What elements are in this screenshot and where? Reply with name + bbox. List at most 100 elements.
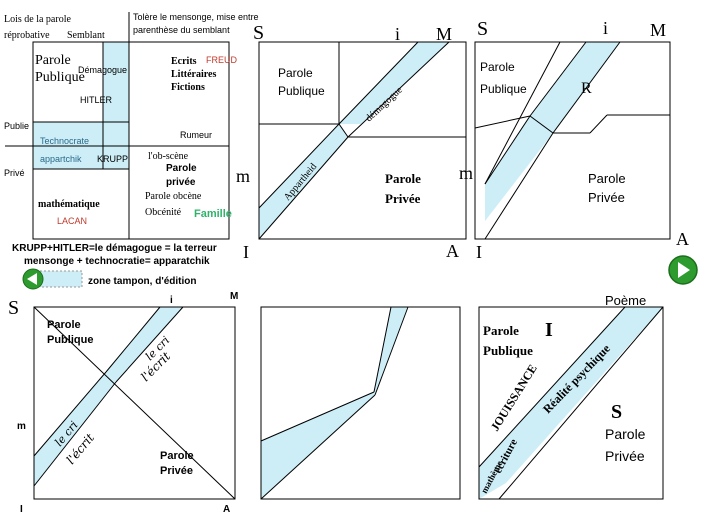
ecrits-line2: Littéraires: [171, 69, 216, 80]
panel-1: Lois de la parole réprobative Semblant T…: [4, 12, 259, 240]
semblant-label: Semblant: [67, 30, 105, 41]
p4-line-d: [33, 381, 117, 487]
p4-band-upper: [106, 307, 183, 382]
p4-parole-publique-2: Publique: [47, 334, 93, 346]
parole-privee-line1: Parole: [166, 163, 197, 174]
rumeur-label: Rumeur: [180, 130, 212, 140]
p3-parole-publique-1: Parole: [480, 60, 515, 74]
panel2-frame: [258, 41, 467, 240]
mathematique-label: mathématique: [38, 199, 100, 210]
panel4-frame: [33, 306, 236, 500]
p2-a-label: A: [446, 241, 459, 261]
obscenite-label: Obcénité: [145, 207, 182, 218]
panel-5: [260, 306, 461, 500]
p2-i-label: i: [395, 24, 400, 44]
p3-parole-privee-1: Parole: [588, 171, 626, 186]
caption-line1: KRUPP+HITLER=le démagogue = la terreur: [12, 243, 217, 254]
p3-line-c: [529, 115, 554, 134]
p3-line-b: [529, 41, 587, 117]
legend: zone tampon, d'édition: [22, 268, 196, 290]
p2-i-bottom-label: I: [243, 242, 249, 262]
panel-6: Poème I Parole Publique JOUISSANCE Réali…: [478, 293, 664, 500]
p4-band-lower: [34, 372, 116, 486]
publie-label: Publie: [4, 121, 29, 131]
p2-m-left-label: m: [236, 166, 250, 186]
legend-label: zone tampon, d'édition: [88, 276, 196, 287]
p3-s-label: S: [477, 18, 488, 40]
band-demagogue: [339, 42, 449, 124]
panel3-frame: [474, 41, 671, 240]
p3-r-label: R: [581, 80, 592, 97]
p3-line-j: [484, 41, 561, 185]
p4-line-a: [105, 306, 161, 373]
freud-label: FREUD: [206, 55, 237, 65]
panel1-frame: [32, 41, 230, 240]
p3-line-d: [552, 41, 621, 134]
p3-parole-publique-2: Publique: [480, 82, 527, 96]
parole-obscene-label: Parole obcène: [145, 191, 202, 202]
p4-a-label: A: [223, 504, 230, 515]
p2-m-label: M: [436, 24, 452, 44]
band-apartheid: [259, 124, 348, 239]
p3-parole-privee-2: Privée: [588, 190, 625, 205]
p4-m-left-label: m: [17, 421, 26, 432]
p5-line-a: [373, 306, 392, 393]
p4-m-label: M: [230, 291, 238, 302]
krupp-label: KRUPP: [97, 154, 128, 164]
apparatchik-label: appartchik: [40, 154, 82, 164]
p4-parole-privee-1: Parole: [160, 450, 194, 462]
p5-line-b: [374, 306, 409, 396]
technocrate-label: Technocrate: [40, 136, 89, 146]
p3-m-label: M: [650, 20, 666, 40]
lois-parole-line2: réprobative: [4, 30, 50, 41]
hitler-label: HITLER: [80, 95, 113, 105]
p2-line-b: [338, 123, 349, 138]
band-r: [485, 42, 620, 221]
p2-parole-publique-1: Parole: [278, 66, 313, 80]
p2-parole-publique-2: Publique: [278, 84, 325, 98]
p6-big-i-label: I: [545, 319, 553, 341]
prive-label: Privé: [4, 168, 25, 178]
p6-band: [479, 307, 663, 499]
p2-line-e: [338, 41, 419, 125]
panel-4: S i M m I A Parole Publique Parole Privé…: [8, 291, 238, 515]
p6-poeme-label: Poème: [605, 293, 646, 308]
p3-line-h: [484, 115, 531, 185]
famille-label: Famille: [194, 208, 232, 220]
p4-i-label: i: [170, 295, 173, 306]
lacan-label: LACAN: [57, 216, 87, 226]
p3-line-a: [474, 115, 531, 129]
p3-i-bottom-label: I: [476, 242, 482, 262]
next-button[interactable]: [668, 255, 698, 285]
p2-line-h: [258, 136, 349, 240]
p2-s-label: S: [253, 22, 264, 44]
tolere-line1: Tolère le mensonge, mise entre: [133, 12, 259, 22]
p4-i-bottom-label: I: [20, 504, 23, 515]
p6-parole-publique-1: Parole: [483, 323, 519, 338]
p6-line-a: [478, 306, 626, 468]
rewind-arrow-shape: [27, 273, 37, 285]
ecrits-line1: Ecrits: [171, 56, 197, 67]
tolere-line2: parenthèse du semblant: [133, 25, 230, 35]
p2-parole-privee-2: Privée: [385, 191, 421, 206]
p5-band: [261, 307, 408, 499]
p6-line-b: [498, 306, 664, 500]
p2-parole-privee-1: Parole: [385, 171, 421, 186]
p6-parole-privee-2: Privée: [605, 448, 645, 464]
p3-a-label: A: [676, 229, 689, 249]
p4-diagonal: [33, 306, 236, 500]
parole-publique-line1: Parole: [35, 53, 71, 68]
p5-line-d: [260, 394, 376, 500]
zone-tampon-swatch: [39, 270, 83, 288]
p3-m-left-label: m: [459, 163, 473, 183]
parole-publique-line2: Publique: [35, 70, 85, 85]
panel6-frame: [478, 306, 664, 500]
ecrits-line3: Fictions: [171, 82, 205, 93]
p3-line-f: [589, 114, 608, 134]
p5-line-c: [260, 391, 375, 442]
caption-line2: mensonge + technocratie= apparatchik: [24, 256, 210, 267]
demagogue-label: Démagogue: [78, 65, 127, 75]
p4-line-b: [115, 306, 184, 383]
p3-line-i: [484, 132, 554, 240]
